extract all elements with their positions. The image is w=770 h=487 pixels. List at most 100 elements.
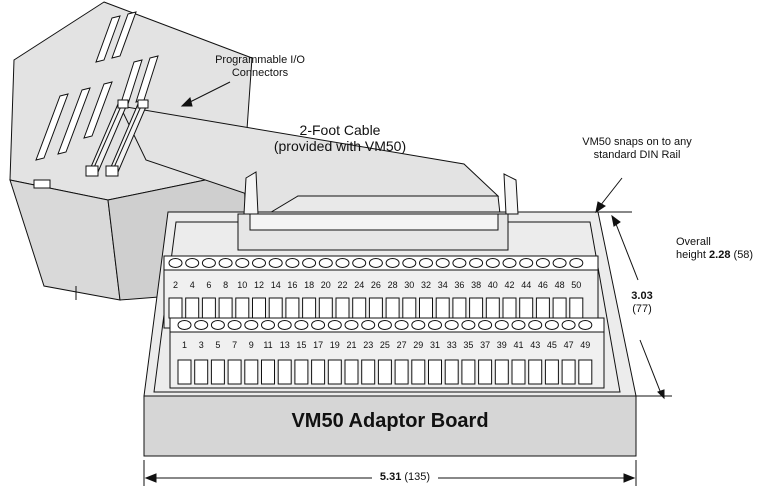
terminal-number: 22	[337, 280, 347, 290]
wire-slot	[185, 297, 200, 319]
terminal-number: 47	[564, 340, 574, 350]
terminal-screw	[578, 320, 593, 330]
screws-odd	[177, 320, 593, 330]
terminal-screw	[561, 320, 576, 330]
wire-slot	[352, 297, 367, 319]
terminal-number: 33	[447, 340, 457, 350]
wire-slot	[452, 297, 467, 319]
terminal-screw	[201, 258, 216, 268]
terminal-number: 9	[249, 340, 254, 350]
terminal-number: 32	[421, 280, 431, 290]
terminal-number: 29	[413, 340, 423, 350]
wire-slot	[361, 359, 376, 385]
wire-slot	[494, 359, 509, 385]
wire-slot	[461, 359, 476, 385]
terminal-number: 10	[237, 280, 247, 290]
terminal-screw	[352, 258, 367, 268]
terminal-screw	[528, 320, 543, 330]
wire-slot	[302, 297, 317, 319]
wire-slot	[528, 359, 543, 385]
terminal-screw	[277, 320, 292, 330]
wire-slot	[277, 359, 292, 385]
wire-slot	[511, 359, 526, 385]
wire-slot	[268, 297, 283, 319]
terminal-number: 2	[173, 280, 178, 290]
wire-slot	[227, 359, 242, 385]
vent-slot	[33, 179, 51, 189]
terminal-number: 17	[313, 340, 323, 350]
terminal-screw	[377, 320, 392, 330]
latch-left	[243, 171, 259, 215]
wire-slot	[244, 359, 259, 385]
wire-slot	[394, 359, 409, 385]
adaptor-board	[143, 171, 637, 457]
din-pointer	[595, 177, 623, 214]
terminal-number: 38	[471, 280, 481, 290]
terminal-number: 48	[555, 280, 565, 290]
io-connectors	[85, 99, 149, 177]
wire-slot	[469, 297, 484, 319]
terminal-number: 21	[346, 340, 356, 350]
wire-slot	[411, 359, 426, 385]
wire-slot	[335, 297, 350, 319]
terminal-number: 13	[280, 340, 290, 350]
terminal-number: 26	[371, 280, 381, 290]
terminal-screw	[294, 320, 309, 330]
terminal-screw	[502, 258, 517, 268]
terminal-screw	[402, 258, 417, 268]
wire-slot	[478, 359, 493, 385]
terminal-number: 44	[521, 280, 531, 290]
terminal-number: 6	[206, 280, 211, 290]
terminal-number: 4	[190, 280, 195, 290]
wire-slot	[168, 297, 183, 319]
wire-slot	[428, 359, 442, 385]
terminal-screw	[235, 258, 250, 268]
wire-slot	[444, 359, 459, 385]
terminal-screw	[385, 258, 400, 268]
vent-slot	[83, 81, 113, 139]
terminal-screw	[452, 258, 467, 268]
terminal-screw	[368, 258, 383, 268]
terminal-screw	[302, 258, 317, 268]
wire-slot	[311, 359, 326, 385]
terminal-number: 14	[271, 280, 281, 290]
terminal-number: 28	[388, 280, 398, 290]
terminal-screw	[569, 258, 584, 268]
terminal-number: 8	[223, 280, 228, 290]
terminal-screw	[218, 258, 233, 268]
wire-slot	[502, 297, 517, 319]
cable-end	[266, 195, 501, 215]
wire-slot	[327, 359, 342, 385]
terminal-screw	[268, 258, 283, 268]
wire-slot	[261, 359, 275, 385]
terminal-number: 34	[438, 280, 448, 290]
terminal-screw	[252, 258, 266, 268]
depth-dimension	[598, 211, 672, 400]
terminal-number: 5	[215, 340, 220, 350]
terminal-screw	[335, 258, 350, 268]
terminal-number: 23	[363, 340, 373, 350]
board-connector-lip	[249, 213, 499, 231]
terminal-number: 31	[430, 340, 440, 350]
wire-slot	[377, 359, 392, 385]
wire-slot	[252, 297, 266, 319]
terminal-screw	[318, 258, 333, 268]
terminal-number: 7	[232, 340, 237, 350]
terminal-number: 16	[287, 280, 297, 290]
terminal-screw	[544, 320, 559, 330]
terminal-screw	[461, 320, 476, 330]
wire-slot	[201, 297, 216, 319]
terminal-screw	[419, 258, 433, 268]
terminal-screw	[469, 258, 484, 268]
terminal-screw	[285, 258, 300, 268]
terminal-number: 50	[571, 280, 581, 290]
terminal-screw	[244, 320, 259, 330]
terminal-screw	[327, 320, 342, 330]
terminal-screw	[210, 320, 225, 330]
wire-slot	[344, 359, 359, 385]
wire-slot	[519, 297, 534, 319]
terminal-number: 39	[497, 340, 507, 350]
wire-slot	[569, 297, 584, 319]
